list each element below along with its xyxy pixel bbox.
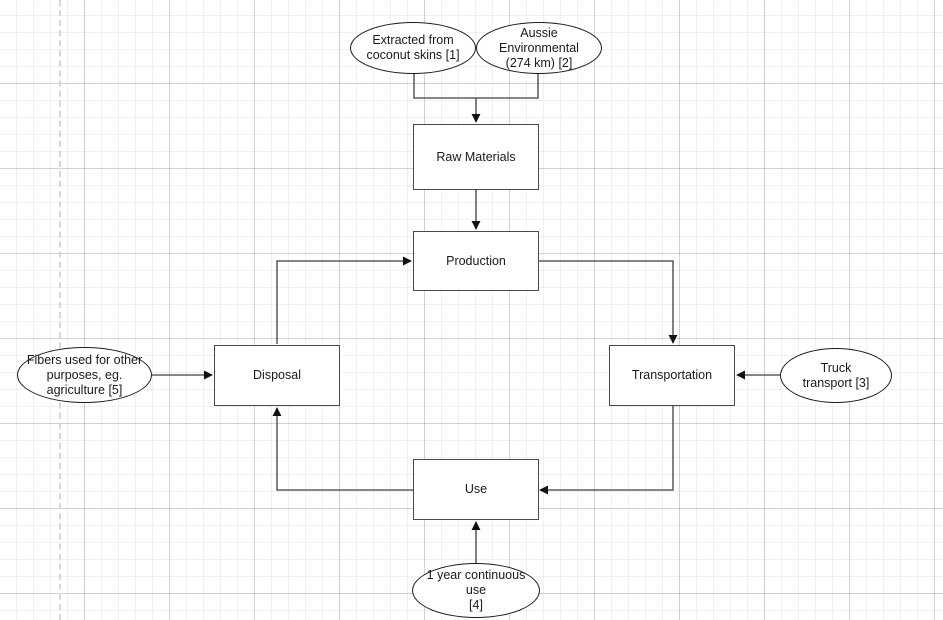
edge-transportation-to-use [539, 406, 674, 495]
node-use[interactable]: Use [413, 459, 539, 520]
edge-extracted-to-raw-materials [413, 73, 476, 99]
edge-disposal-to-production [276, 256, 412, 344]
node-label: Disposal [253, 368, 301, 382]
edge-use-to-disposal [272, 407, 413, 491]
node-one-year-continuous-use[interactable]: 1 year continuous use [4] [412, 563, 540, 618]
page-break-guide [59, 0, 61, 620]
node-label: Production [446, 253, 506, 268]
node-label: Fibers used for other purposes, eg. agri… [26, 352, 143, 397]
node-label: Transportation [631, 368, 713, 382]
node-label: Use [464, 482, 488, 496]
edge-aussie-to-raw-materials [476, 73, 539, 99]
node-label: Aussie Environmental (274 km) [2] [499, 25, 579, 70]
node-raw-materials[interactable]: Raw Materials [413, 124, 539, 190]
node-extracted-from-coconut-skins[interactable]: Extracted from coconut skins [1] [350, 22, 476, 74]
node-disposal[interactable]: Disposal [214, 345, 340, 406]
node-label: Extracted from coconut skins [1] [366, 33, 460, 62]
node-aussie-environmental[interactable]: Aussie Environmental (274 km) [2] [476, 22, 602, 74]
node-label: Raw Materials [436, 149, 516, 164]
node-production[interactable]: Production [413, 231, 539, 291]
node-label: 1 year continuous use [4] [426, 568, 526, 612]
node-label: Truck transport [3] [802, 360, 870, 390]
node-truck-transport[interactable]: Truck transport [3] [780, 348, 892, 403]
node-fibers-other-purposes[interactable]: Fibers used for other purposes, eg. agri… [17, 347, 152, 403]
node-transportation[interactable]: Transportation [609, 345, 735, 406]
edge-production-to-transportation [538, 260, 678, 344]
